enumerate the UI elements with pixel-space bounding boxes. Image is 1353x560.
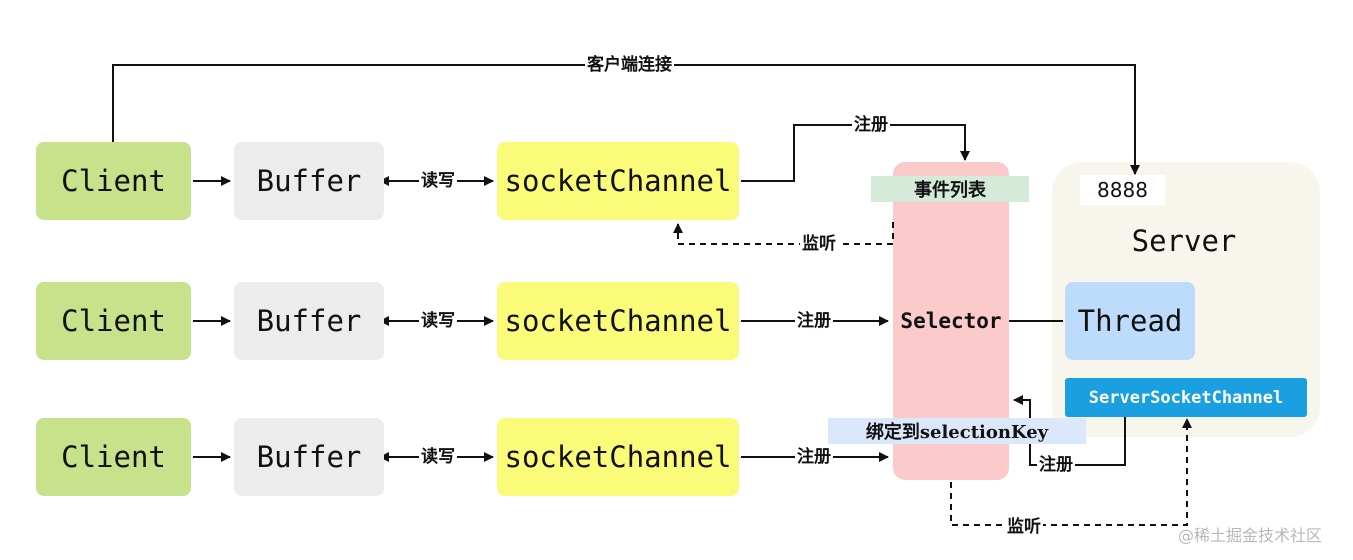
listen-label-server: 监听 — [1005, 517, 1043, 537]
selector-label: Selector — [900, 309, 1002, 333]
thread-box: Thread — [1065, 282, 1195, 360]
register-label-3: 注册 — [795, 447, 833, 467]
rw-label-1: 读写 — [419, 171, 457, 191]
listen-label-1: 监听 — [800, 234, 838, 254]
socket-channel-box-3: socketChannel — [497, 418, 739, 496]
watermark: @稀土掘金技术社区 — [1178, 526, 1323, 545]
server-title: Server — [1131, 224, 1237, 258]
socket-channel-box-1: socketChannel — [497, 142, 739, 220]
register-line-1 — [741, 124, 970, 182]
buffer-box-2: Buffer — [234, 282, 384, 360]
client-box-3: Client — [36, 418, 191, 496]
server-socket-channel-box: ServerSocketChannel — [1065, 378, 1307, 417]
bind-selection-key-bar: 绑定到selectionKey — [828, 418, 1086, 444]
ssc-register-line — [1013, 395, 1126, 466]
event-list-bar: 事件列表 — [871, 176, 1029, 202]
buffer-box-3: Buffer — [234, 418, 384, 496]
buffer-box-1: Buffer — [234, 142, 384, 220]
client-connect-label: 客户端连接 — [585, 55, 674, 75]
client-box-2: Client — [36, 282, 191, 360]
rw-label-3: 读写 — [419, 447, 457, 467]
listen-line-1 — [673, 222, 894, 245]
register-label-2: 注册 — [795, 311, 833, 331]
register-label-1: 注册 — [852, 115, 890, 135]
client-box-1: Client — [36, 142, 191, 220]
server-port: 8888 — [1080, 175, 1165, 205]
ssc-register-label: 注册 — [1037, 455, 1075, 475]
rw-label-2: 读写 — [419, 311, 457, 331]
socket-channel-box-2: socketChannel — [497, 282, 739, 360]
listen-line-server — [950, 418, 1192, 526]
